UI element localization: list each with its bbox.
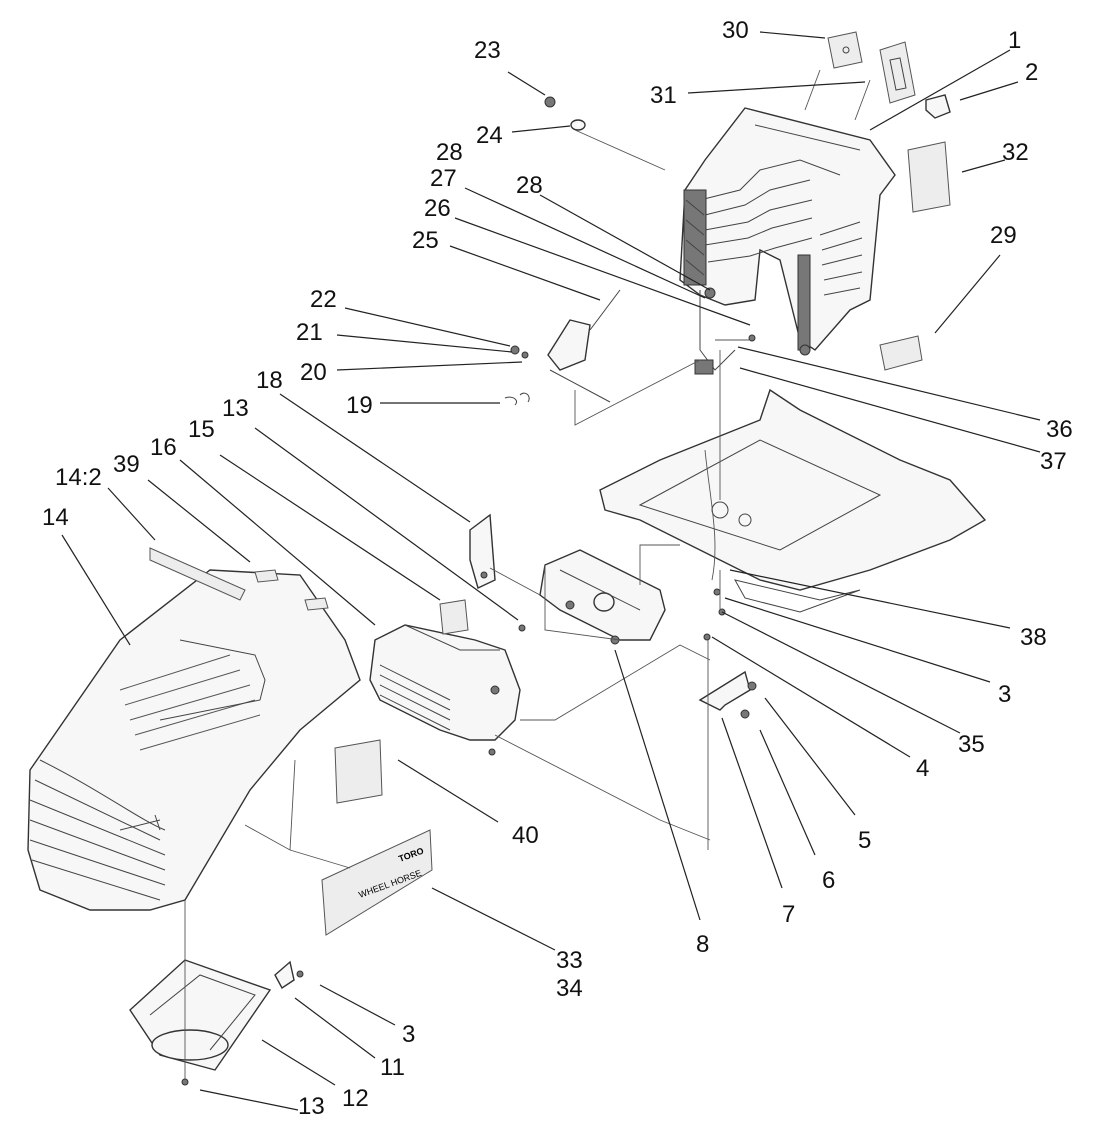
floor-pan-part [599, 290, 987, 613]
callout-38: 38 [1020, 624, 1047, 651]
headlight-bucket-part [129, 900, 304, 1086]
callout-27: 27 [430, 165, 457, 192]
fender-pan-part [679, 107, 896, 356]
callout-25: 25 [412, 227, 439, 254]
callout-12: 12 [342, 1085, 369, 1112]
callout-23: 23 [474, 37, 501, 64]
dash-bracket-part [539, 549, 666, 645]
control-rod-part [504, 289, 621, 406]
leader-lines [61, 31, 1041, 1111]
callout-36: 36 [1046, 416, 1073, 443]
decal-40-part [334, 739, 383, 804]
callout-1: 1 [1008, 27, 1021, 54]
bracket-7-part [698, 670, 757, 719]
assembly-lines [244, 69, 871, 869]
callout-29: 29 [990, 222, 1017, 249]
callout-35: 35 [958, 731, 985, 758]
callout-22: 22 [310, 286, 337, 313]
callout-24: 24 [476, 122, 503, 149]
callout-14: 14 [42, 504, 69, 531]
callout-39: 39 [113, 451, 140, 478]
callout-20: 20 [300, 359, 327, 386]
callout-8: 8 [696, 931, 709, 958]
callout-2: 2 [1025, 59, 1038, 86]
callout-28a: 28 [436, 139, 463, 166]
callout-13b: 13 [298, 1093, 325, 1120]
callout-40: 40 [512, 822, 539, 849]
callout-19: 19 [346, 392, 373, 419]
callout-34: 34 [556, 975, 583, 1002]
callout-5: 5 [858, 827, 871, 854]
callout-4: 4 [916, 755, 929, 782]
bracket-2-part [925, 94, 951, 119]
hood-stripe-decal-part [149, 547, 246, 601]
callout-32: 32 [1002, 139, 1029, 166]
callout-31: 31 [650, 82, 677, 109]
decal-31-part [879, 41, 916, 104]
callout-26: 26 [424, 195, 451, 222]
nut-23-part [544, 96, 556, 108]
callout-15: 15 [188, 416, 215, 443]
decal-29-part [879, 335, 923, 371]
callout-37: 37 [1040, 448, 1067, 475]
callout-3a: 3 [998, 681, 1011, 708]
hood-part [27, 569, 361, 911]
grille-shroud-part [369, 624, 521, 756]
decal-32-part [907, 141, 951, 213]
decal-30-part [827, 31, 863, 69]
decal-15-part [439, 599, 469, 635]
callout-30: 30 [722, 17, 749, 44]
callout-6: 6 [822, 867, 835, 894]
callout-3b: 3 [402, 1021, 415, 1048]
washer-24-part [570, 119, 586, 131]
callout-labels: 30 31 1 2 32 29 23 24 28 27 28 26 25 22 … [42, 17, 1073, 1120]
callout-7: 7 [782, 901, 795, 928]
callout-28b: 28 [516, 172, 543, 199]
callout-14-2: 14:2 [55, 464, 102, 491]
callout-18: 18 [256, 367, 283, 394]
callout-33: 33 [556, 947, 583, 974]
callout-16: 16 [150, 434, 177, 461]
side-decal-part: TORO WHEEL HORSE [321, 829, 433, 936]
bracket-18-part [469, 513, 496, 589]
callout-11: 11 [380, 1054, 405, 1081]
callout-13a: 13 [222, 395, 249, 422]
callout-21: 21 [296, 319, 323, 346]
pad-39-part [254, 569, 329, 611]
